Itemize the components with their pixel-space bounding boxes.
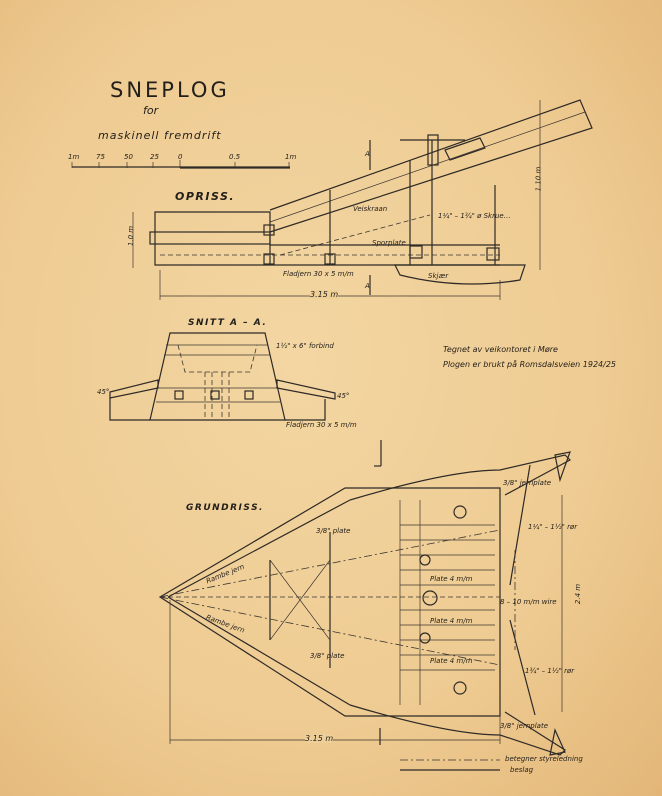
scale-label: 1m [285,153,297,161]
annotation: 1½" x 6" forbind [276,342,334,350]
dimension-length: 3.15 m [305,734,334,743]
scale-bar [71,160,290,169]
legend [400,759,500,771]
dimension-length: 3.15 m [310,290,339,299]
legend-label-fittings: beslag [510,766,534,774]
annotation: 3/8" jernplate [500,722,549,730]
scale-label: 50 [124,153,133,161]
annotation: 1¾" – 1½" rør [525,667,575,675]
credit-line: Tegnet av veikontoret i Møre [443,345,558,354]
scale-label: 1m [68,153,80,161]
annotation: Veiskraan [353,205,388,213]
opriss-label: OPRISS. [175,190,236,203]
dimension-height: 1.0 m [127,225,136,247]
grundriss-plan-view [158,451,571,756]
annotation: 3/8" jernplate [503,479,552,487]
annotation: 1¼" – 1¾" ø Skrue… [438,212,511,220]
section-mark-a: A [365,150,370,158]
scale-label: 0.5 [229,153,241,161]
annotation: Skjær [428,272,449,280]
section-marker [374,440,382,467]
legend-label-control-line: betegner styreledning [505,755,583,763]
credit-line: Plogen er brukt på Romsdalsveien 1924/25 [443,360,617,369]
scale-label: 75 [96,153,105,161]
annotation: 45° [97,388,110,396]
annotation: Fladjern 30 x 5 m/m [286,421,357,429]
drawing-title: SNEPLOG [110,78,230,102]
annotation: Plate 4 m/m [430,575,473,583]
snitt-label: SNITT A – A. [188,318,268,328]
dimension-width: 2.4 m [574,583,583,605]
annotation: 1¼" – 1½" rør [528,523,578,531]
annotation: Fladjern 30 x 5 m/m [283,270,354,278]
annotation: 3/8" plate [316,527,351,535]
annotation: 8 – 10 m/m wire [500,598,557,606]
annotation: Sporplate [372,239,406,247]
grundriss-label: GRUNDRISS. [186,503,264,513]
annotation: 45° [337,392,350,400]
annotation: Plate 4 m/m [430,617,473,625]
dimension-height: 1.10 m [534,166,543,192]
section-mark-a: A [365,282,370,290]
subtitle: maskinell fremdrift [98,129,222,142]
opriss-elevation-view [132,99,593,300]
snitt-section-view [109,332,336,421]
scale-label: 25 [150,153,159,161]
scale-label: 0 [178,153,183,161]
subtitle-for: for [143,104,159,117]
annotation: Plate 4 m/m [430,657,473,665]
annotation: 3/8" plate [310,652,345,660]
